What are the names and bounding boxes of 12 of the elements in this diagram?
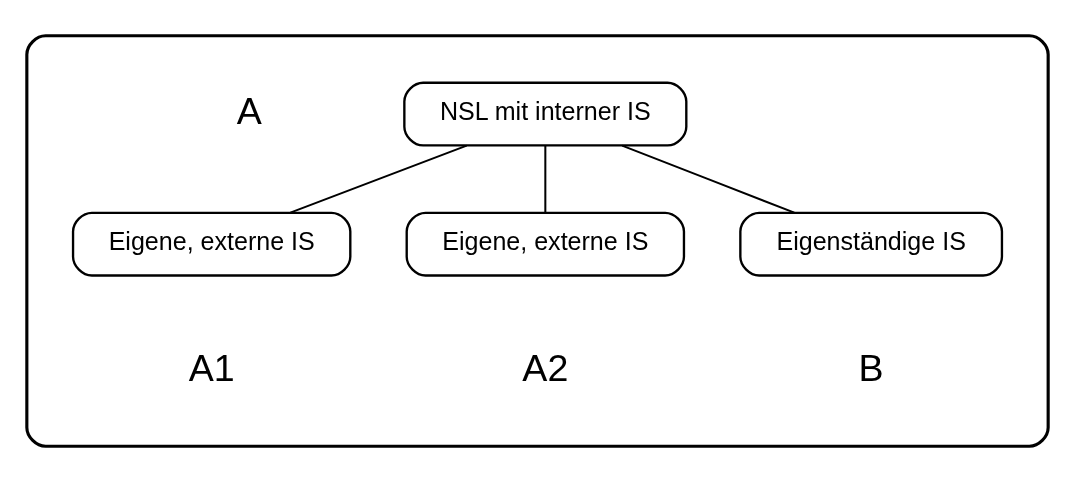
cluster: [25, 34, 1050, 448]
node-box: Eigene, externe IS: [71, 211, 352, 277]
connector: [621, 144, 795, 214]
connector: [290, 144, 468, 214]
node-box: Eigene, externe IS: [405, 211, 686, 277]
node-label: A2: [522, 346, 569, 389]
label: A: [236, 89, 262, 132]
node-label: A1: [188, 346, 235, 389]
node-box: NSL mit interner IS: [403, 81, 688, 147]
node-label: B: [858, 346, 884, 389]
node-box: Eigenständige IS: [739, 211, 1004, 277]
connector: [544, 145, 547, 213]
